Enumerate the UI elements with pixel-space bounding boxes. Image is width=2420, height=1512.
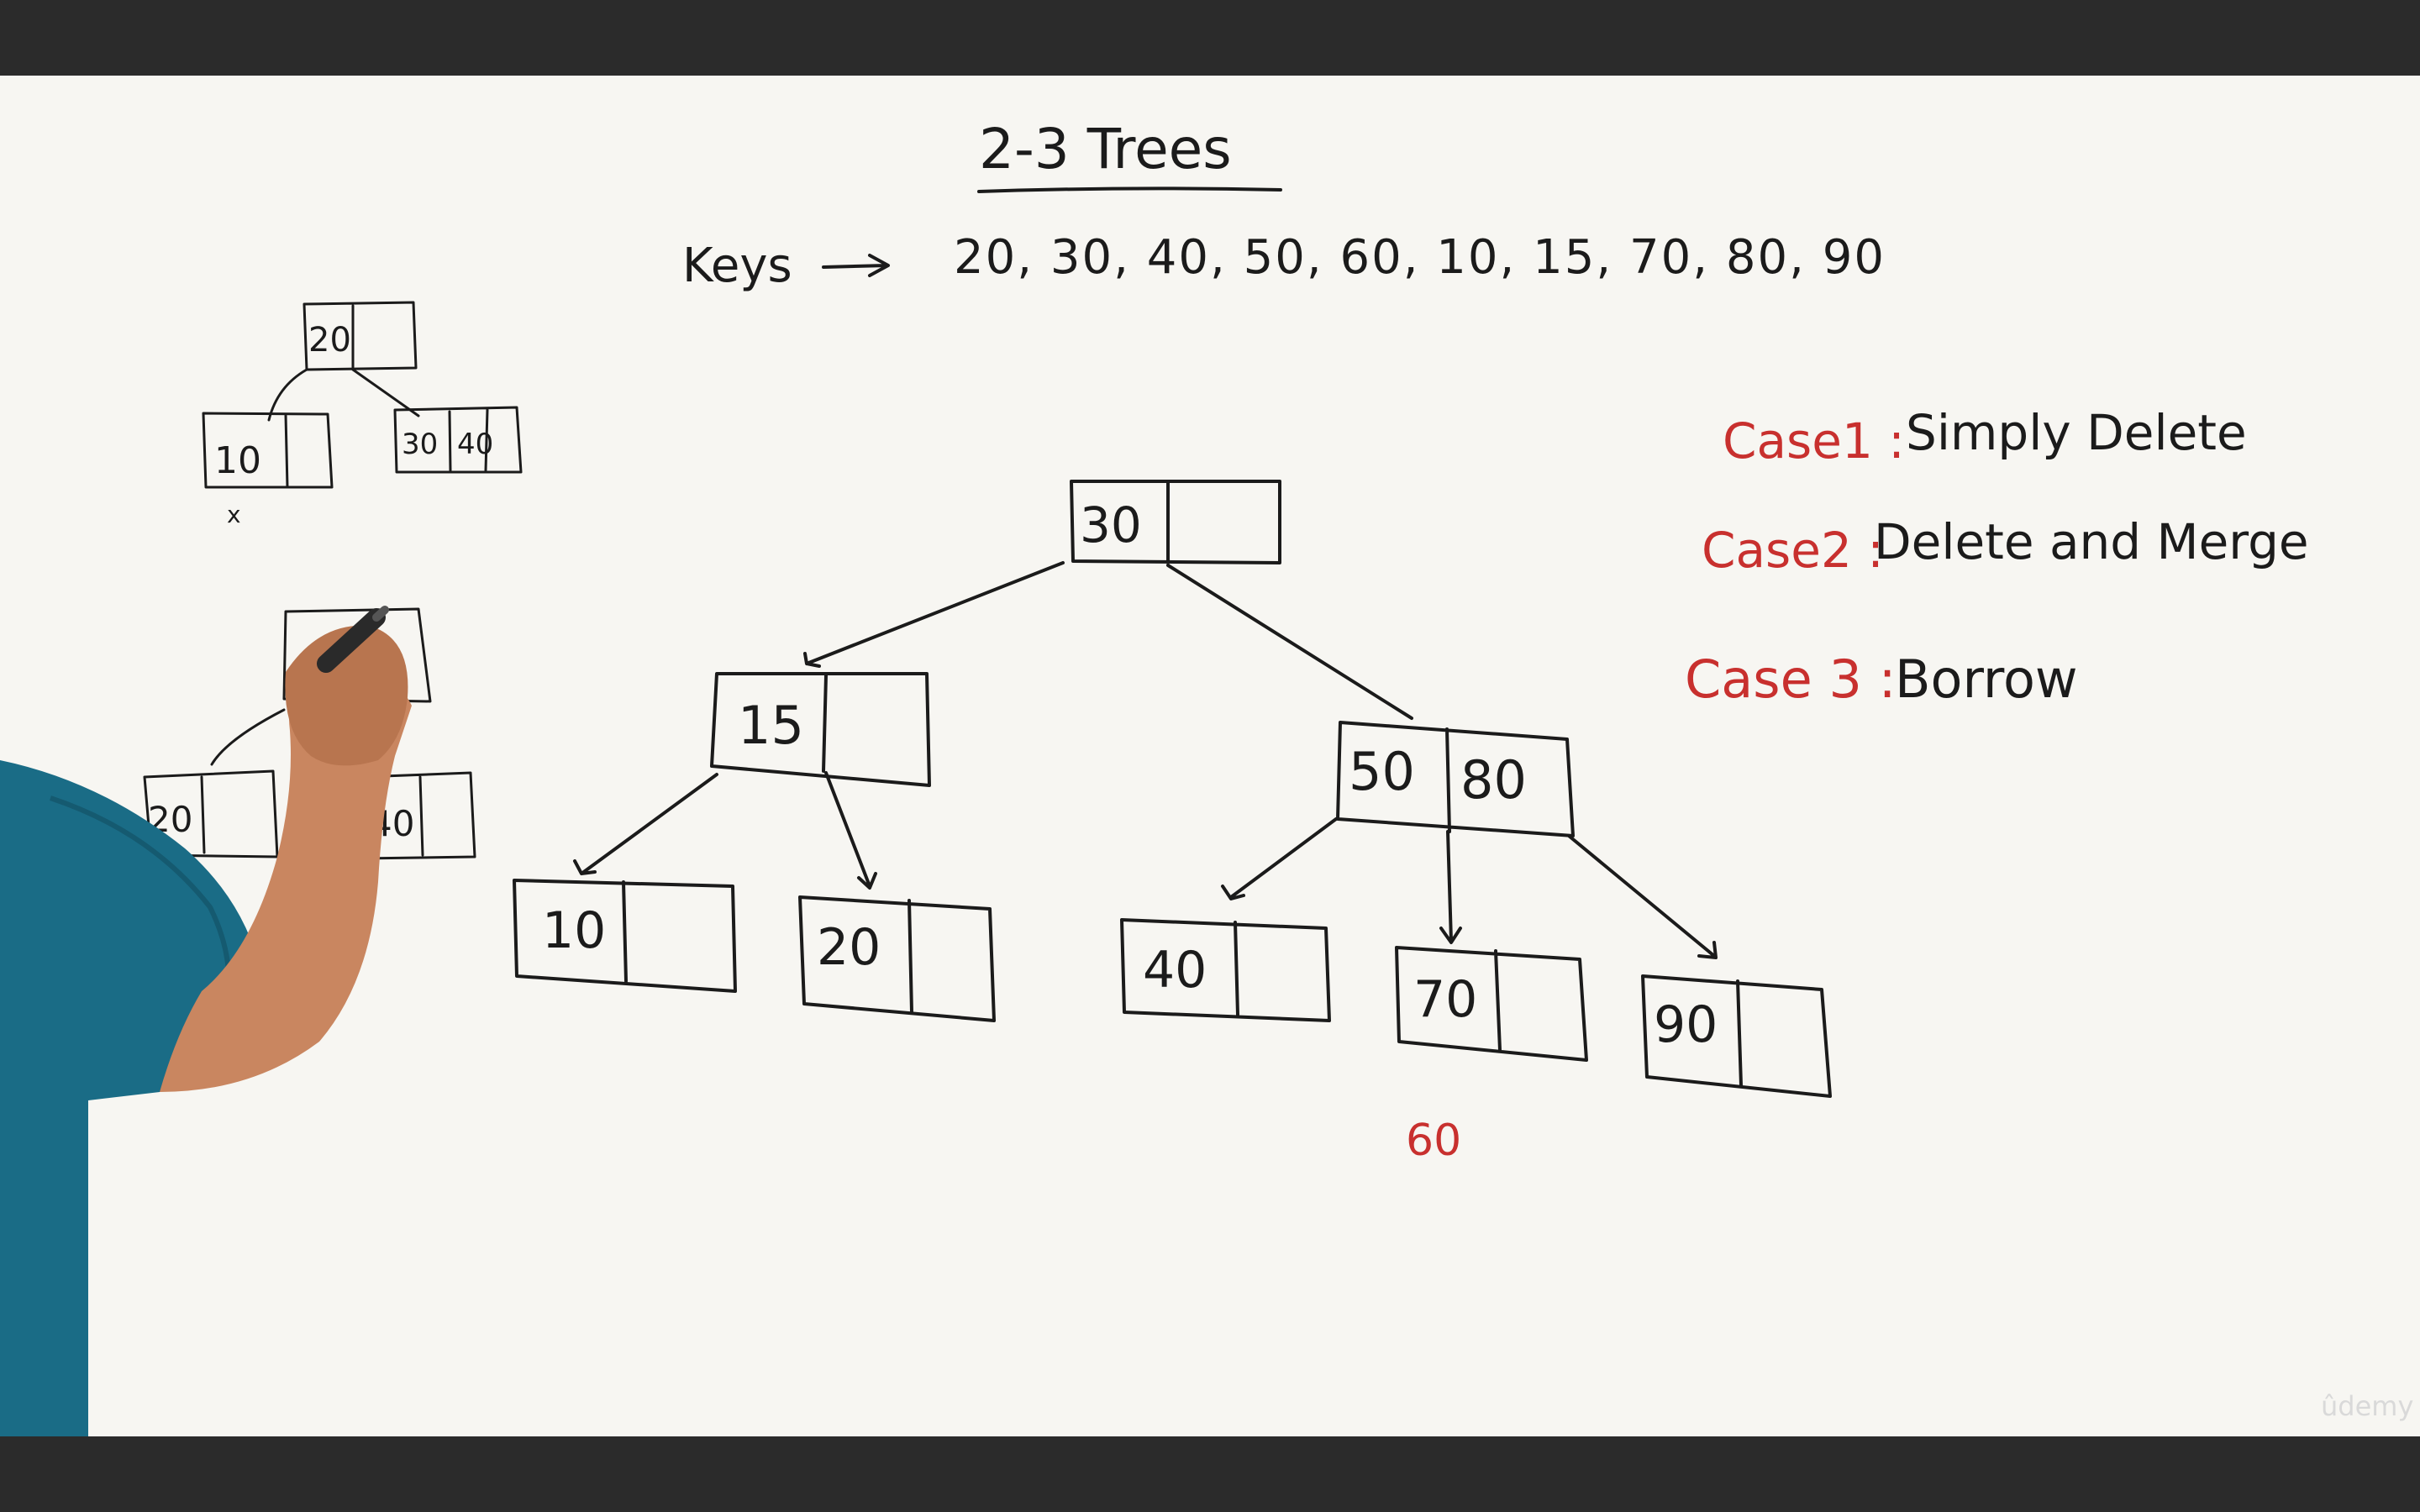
- leaf-node-5: [1641, 974, 1832, 1098]
- watermark-logo: ûdemy: [2321, 1390, 2413, 1422]
- case1-label: Case1 :: [1723, 412, 1905, 470]
- edge-root-right: [1166, 564, 1413, 720]
- side-tree-right-leaf-key1: 30: [402, 428, 438, 461]
- tree-root-key: 30: [1080, 496, 1142, 554]
- case3-text: Borrow: [1895, 648, 2078, 710]
- leaf-node-4-key: 70: [1413, 970, 1477, 1029]
- side-tree-root: [302, 301, 418, 371]
- keys-label: Keys: [682, 239, 792, 293]
- edge-root-left: [803, 561, 1065, 668]
- tree-node-right: [1336, 721, 1575, 837]
- side-tree2-edge: [210, 708, 286, 766]
- leaf-node-5-key: 90: [1654, 995, 1718, 1054]
- leaf-node-2-key: 20: [817, 918, 881, 977]
- leaf-node-1-key: 10: [542, 901, 606, 960]
- side-tree-right-leaf: [393, 406, 523, 474]
- leaf-node-3-key: 40: [1143, 941, 1207, 1000]
- edge-right-leaf2: [1439, 830, 1462, 944]
- leaf-node-3: [1120, 918, 1331, 1022]
- edge-left-leaf1: [573, 773, 718, 875]
- title-underline: [977, 186, 1282, 193]
- presenter-shirt: [0, 760, 265, 1436]
- board-title: 2-3 Trees: [979, 117, 1232, 181]
- marker-tip-icon: [372, 606, 389, 622]
- side-tree-left-leaf: [202, 412, 334, 489]
- tree-node-left: [710, 672, 931, 787]
- annotation-60: 60: [1406, 1116, 1461, 1166]
- leaf-node-4: [1395, 946, 1588, 1062]
- side-tree-mark: x: [227, 501, 241, 528]
- keys-sequence: 20, 30, 40, 50, 60, 10, 15, 70, 80, 90: [954, 230, 1886, 285]
- tree-node-right-key1: 50: [1349, 741, 1415, 802]
- marker-icon: [317, 608, 386, 673]
- leaf-node-1: [513, 879, 737, 993]
- side-tree-left-leaf-key: 10: [214, 439, 261, 482]
- case3-label: Case 3 :: [1685, 648, 1896, 710]
- edge-left-leaf2: [824, 771, 877, 890]
- leaf-node-2: [798, 895, 996, 1022]
- presenter: [0, 606, 412, 1436]
- edge-right-leaf1: [1221, 817, 1338, 900]
- tree-node-left-key: 15: [738, 695, 804, 756]
- presenter-hand: [285, 625, 408, 766]
- case2-label: Case2 :: [1702, 522, 1884, 579]
- tree-root-node: [1070, 480, 1281, 564]
- keys-arrow-icon: [822, 254, 890, 277]
- tree-node-right-key2: 80: [1460, 749, 1527, 811]
- case1-text: Simply Delete: [1906, 404, 2247, 461]
- edge-right-leaf3: [1567, 834, 1718, 959]
- side-tree-root-key: 20: [308, 321, 351, 360]
- case2-text: Delete and Merge: [1874, 513, 2309, 570]
- side-tree-right-leaf-key2: 40: [457, 428, 493, 461]
